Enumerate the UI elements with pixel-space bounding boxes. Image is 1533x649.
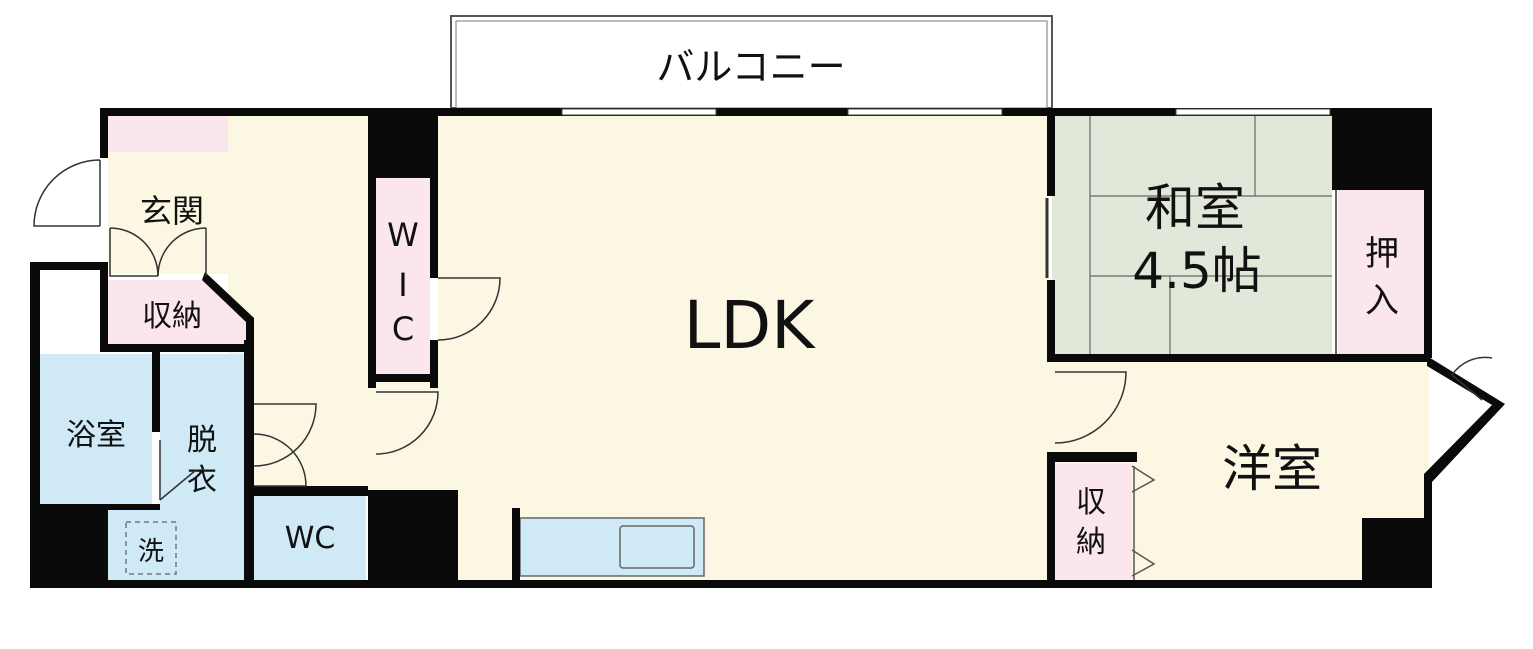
bathroom <box>40 354 152 504</box>
genkan-step <box>108 116 228 152</box>
oshiire-closet: 押 入 <box>1335 190 1424 354</box>
shuno-east-label-1: 収 <box>1076 485 1106 520</box>
datsui-label-1: 脱 <box>187 423 217 458</box>
wic-label-i: I <box>398 266 407 304</box>
ldk-floor <box>438 116 1047 580</box>
wic-closet: W I C <box>376 178 430 374</box>
kitchen-sink-icon <box>519 517 705 577</box>
windows <box>561 108 1331 116</box>
wc-room <box>254 496 366 580</box>
oshiire-label-1: 押 <box>1365 234 1399 274</box>
wic-label-c: C <box>392 310 414 348</box>
sentaku-label: 洗 <box>138 537 164 567</box>
ldk-label: LDK <box>684 287 817 364</box>
oshiire-label-2: 入 <box>1365 281 1399 321</box>
balcony-label: バルコニー <box>656 45 845 89</box>
washer-space-icon: 洗 <box>125 521 177 575</box>
door-swing-icon <box>33 159 1493 501</box>
yokushitsu-label: 浴室 <box>66 418 126 453</box>
youshitsu-label: 洋室 <box>1222 440 1322 498</box>
washitsu-size: 4.5帖 <box>1132 242 1262 300</box>
ldk-lower-floor <box>368 380 448 490</box>
shuno-west-label: 収納 <box>142 299 202 334</box>
wic-label-w: W <box>387 216 419 254</box>
datsui-label-2: 衣 <box>187 463 217 498</box>
genkan-label: 玄関 <box>140 192 204 230</box>
washitsu-room: 和室 4.5帖 <box>1052 116 1332 354</box>
washitsu-label: 和室 <box>1145 179 1245 237</box>
wc-label: WC <box>285 521 336 556</box>
genkan-storage: 収納 <box>108 280 246 344</box>
balcony: バルコニー <box>450 15 1053 109</box>
walls <box>30 108 1505 588</box>
shuno-east-label-2: 納 <box>1076 525 1106 560</box>
youshitsu-storage: 収 納 <box>1052 464 1156 580</box>
